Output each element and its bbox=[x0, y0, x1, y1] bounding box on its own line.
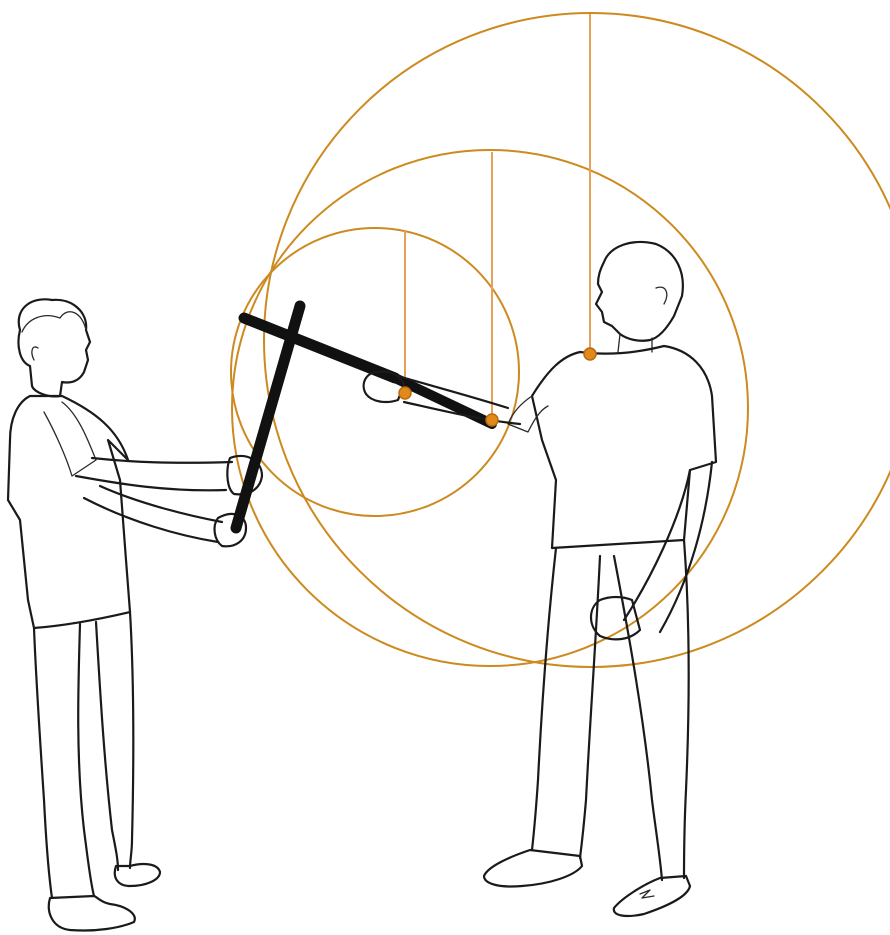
pivot-joints bbox=[399, 348, 596, 426]
left-figure-right-leg-outer bbox=[130, 612, 133, 868]
right-figure-right-leg bbox=[614, 556, 662, 880]
elbow-reach-circle bbox=[232, 150, 748, 666]
left-figure-left-leg-inner bbox=[78, 624, 94, 896]
pivot-joint-icon bbox=[399, 387, 411, 399]
sticks bbox=[236, 306, 492, 528]
shoulder-reach-circle bbox=[264, 13, 890, 667]
right-figure-sleeve bbox=[508, 396, 548, 432]
right-figure-shirt bbox=[532, 346, 716, 548]
left-figure-left-leg bbox=[34, 628, 52, 898]
right-figure-left-leg-inner bbox=[580, 556, 600, 858]
right-figure-shoe-lace bbox=[640, 890, 654, 898]
right-figure-hanging-arm bbox=[624, 462, 712, 632]
stick-icon bbox=[236, 306, 300, 528]
right-figure-head bbox=[596, 242, 683, 341]
left-figure-right-leg bbox=[96, 622, 118, 870]
left-figure-hair bbox=[22, 312, 86, 332]
right-figure bbox=[364, 242, 716, 916]
left-figure-back-shoe bbox=[115, 864, 160, 886]
right-figure-ear bbox=[656, 287, 667, 304]
right-figure-left-leg bbox=[532, 548, 556, 850]
left-figure-head bbox=[18, 299, 90, 396]
right-figure-left-shoe bbox=[484, 850, 582, 887]
pivot-joint-icon bbox=[584, 348, 596, 360]
reach-arcs bbox=[231, 13, 890, 667]
left-figure bbox=[8, 299, 262, 930]
left-figure-sleeve bbox=[44, 402, 96, 476]
left-figure-lower-arm bbox=[84, 486, 222, 542]
pivot-joint-icon bbox=[486, 414, 498, 426]
right-figure-right-leg-outer bbox=[684, 540, 689, 878]
left-figure-front-shoe bbox=[49, 896, 135, 931]
stick-icon bbox=[244, 318, 395, 378]
left-figure-ear bbox=[32, 347, 38, 360]
